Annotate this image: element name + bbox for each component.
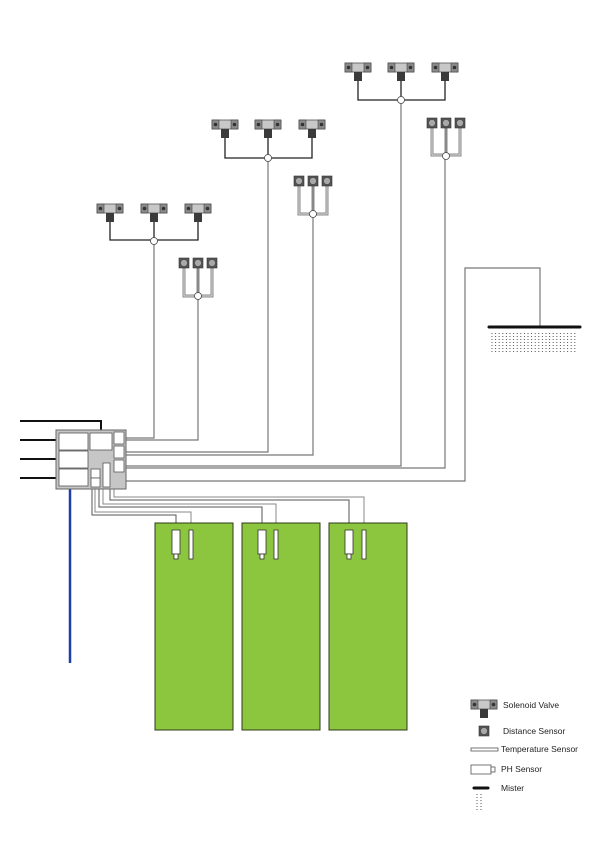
solenoid-valve-icon: [431, 62, 459, 82]
grow-bed-1: [154, 522, 234, 731]
distance-sensor-icon: [178, 257, 190, 269]
temperature-sensor-icon: [273, 529, 279, 560]
legend-label-solenoid-valve: Solenoid Valve: [503, 700, 559, 710]
solenoid-valve-icon: [211, 119, 239, 139]
distance-sensor-icon: [321, 175, 333, 187]
distance-sensor-group-3: [426, 117, 466, 160]
grow-bed-3: [328, 522, 408, 731]
ph-sensor-icon: [257, 529, 267, 555]
distance-sensor-icon: [293, 175, 305, 187]
solenoid-valve-icon: [387, 62, 415, 82]
controller: [55, 429, 127, 490]
solenoid-valve-icon: [344, 62, 372, 82]
solenoid-valve-icon: [140, 203, 168, 223]
ph-sensor-icon: [171, 529, 181, 555]
grow-beds: [154, 522, 408, 731]
distance-sensor-group-1: [178, 257, 218, 300]
valve-group-3: [344, 62, 459, 104]
distance-sensor-icon: [478, 725, 490, 737]
legend: Solenoid Valve Distance Sensor Temperatu…: [470, 699, 578, 812]
temperature-sensor-icon: [188, 529, 194, 560]
solenoid-valve-icon: [96, 203, 124, 223]
temperature-sensor-icon: [470, 747, 499, 752]
ph-sensor-icon: [344, 529, 354, 555]
grow-bed-2: [241, 522, 321, 731]
distance-sensor-group-2: [293, 175, 333, 218]
temperature-sensor-icon: [361, 529, 367, 560]
control-wires: [126, 101, 541, 482]
input-lines: [20, 420, 102, 479]
legend-label-mister: Mister: [501, 783, 524, 793]
distance-sensor-icon: [440, 117, 452, 129]
solenoid-valve-icon: [184, 203, 212, 223]
distance-sensor-icon: [192, 257, 204, 269]
distance-sensor-icon: [426, 117, 438, 129]
distance-sensor-icon: [206, 257, 218, 269]
ph-sensor-icon: [470, 764, 492, 775]
valve-group-1: [96, 203, 212, 245]
solenoid-valve-icon: [298, 119, 326, 139]
bed-wires: [91, 489, 365, 530]
legend-label-ph-sensor: PH Sensor: [501, 764, 542, 774]
mist-spray: [491, 333, 576, 353]
solenoid-valve-icon: [470, 699, 498, 719]
valve-group-2: [211, 119, 326, 162]
legend-label-temperature-sensor: Temperature Sensor: [501, 744, 578, 754]
solenoid-valve-icon: [254, 119, 282, 139]
legend-label-distance-sensor: Distance Sensor: [503, 726, 566, 736]
mister: [487, 325, 582, 353]
distance-sensor-icon: [454, 117, 466, 129]
distance-sensor-icon: [307, 175, 319, 187]
